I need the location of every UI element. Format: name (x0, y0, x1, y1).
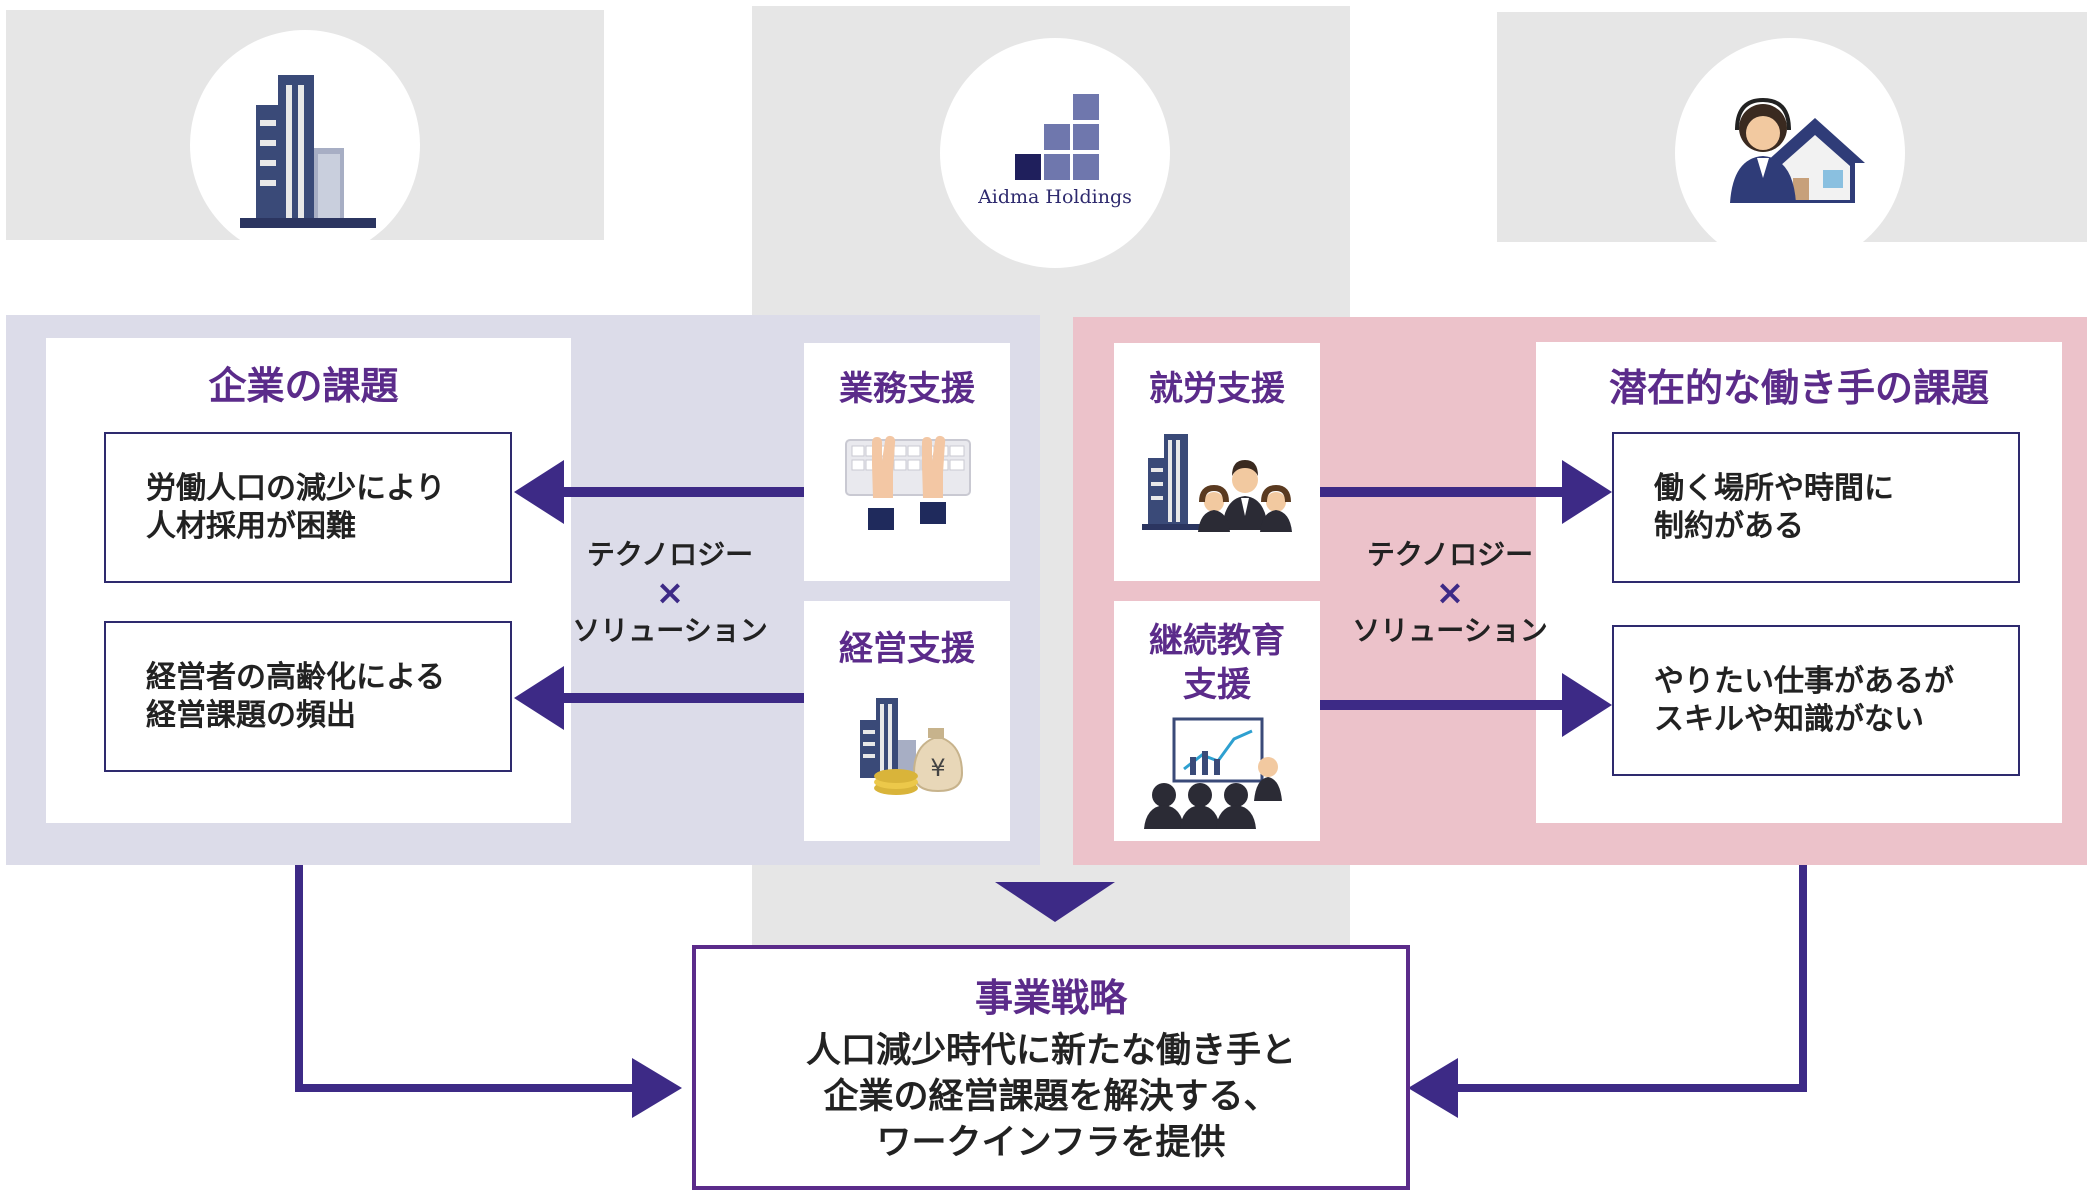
company-circle (190, 30, 420, 260)
support-management-card: 経営支援 ¥ (804, 601, 1010, 841)
svg-text:¥: ¥ (930, 754, 945, 782)
strategy-title: 事業戦略 (974, 976, 1127, 1020)
arrow-left-elbow-horizontal (295, 1084, 635, 1092)
support-employment-label: 就労支援 (1149, 369, 1285, 409)
support-management-label: 経営支援 (839, 629, 975, 669)
arrow-left-elbow-head (632, 1058, 682, 1118)
aidma-logo-text: Aidma Holdings (978, 186, 1132, 208)
cross-left: × (655, 573, 685, 613)
building-workers-icon (1142, 434, 1292, 532)
company-issue-1: 労働人口の減少により 人材採用が困難 (104, 432, 512, 583)
arrow-right-elbow-head (1408, 1058, 1458, 1118)
tech-line1-right: テクノロジー (1366, 538, 1534, 571)
aidma-circle: Aidma Holdings (940, 38, 1170, 268)
aidma-logo-icon (1015, 94, 1099, 180)
worker-issue-1: 働く場所や時間に 制約がある (1612, 432, 2020, 583)
worker-issue-2: やりたい仕事があるが スキルや知識がない (1612, 625, 2020, 776)
company-issue-2: 経営者の高齢化による 経営課題の頻出 (104, 621, 512, 772)
support-education-label: 継続教育 支援 (1149, 621, 1285, 705)
arrow-right-elbow-vertical (1799, 865, 1807, 1092)
keyboard-hands-icon (845, 435, 971, 530)
tech-line2-right: ソリューション (1352, 614, 1548, 647)
company-title: 企業の課題 (208, 364, 399, 408)
worker-title: 潜在的な働き手の課題 (1608, 366, 1989, 410)
tech-line2-left: ソリューション (572, 614, 768, 647)
tech-solution-right: テクノロジー × ソリューション (1330, 535, 1570, 651)
home-worker-icon (1730, 97, 1865, 203)
building-money-icon: ¥ (860, 698, 964, 795)
cross-right: × (1435, 573, 1465, 613)
tech-line1-left: テクノロジー (586, 538, 754, 571)
seminar-icon (1144, 717, 1282, 829)
support-employment-card: 就労支援 (1114, 343, 1320, 581)
support-business-card: 業務支援 (804, 343, 1010, 581)
strategy-body: 人口減少時代に新たな働き手と 企業の経営課題を解決する、 ワークインフラを提供 (805, 1031, 1296, 1163)
support-business-label: 業務支援 (839, 369, 975, 409)
strategy-box: 事業戦略 人口減少時代に新たな働き手と 企業の経営課題を解決する、 ワークインフ… (692, 945, 1410, 1190)
worker-circle (1675, 38, 1905, 268)
arrow-left-elbow-vertical (295, 865, 303, 1092)
building-icon (240, 75, 376, 228)
support-education-card: 継続教育 支援 (1114, 601, 1320, 841)
arrow-right-elbow-horizontal (1455, 1084, 1807, 1092)
tech-solution-left: テクノロジー × ソリューション (550, 535, 790, 651)
